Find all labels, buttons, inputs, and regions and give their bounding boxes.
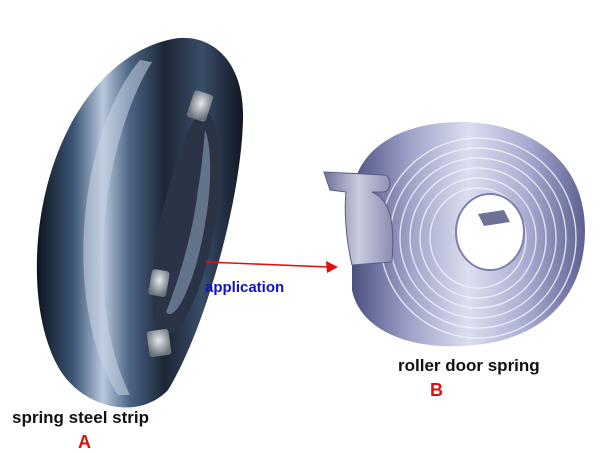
item-a-letter-label: A bbox=[78, 432, 91, 452]
coil-a-mid-clip bbox=[148, 269, 170, 297]
coil-b-center-hole bbox=[456, 194, 524, 270]
coil-b-end-tab bbox=[323, 171, 394, 266]
item-b-letter-label: B bbox=[430, 380, 443, 400]
coil-a-bottom-clip bbox=[146, 328, 172, 358]
item-a-name-label: spring steel strip bbox=[12, 408, 149, 427]
coil-b-hole-rim bbox=[455, 193, 525, 271]
coil-b-inner-hook bbox=[478, 210, 510, 226]
coil-a-edge-highlight bbox=[83, 60, 152, 395]
application-arrow bbox=[205, 261, 338, 273]
item-b-name-label: roller door spring bbox=[398, 356, 540, 375]
roller-door-spring-coil bbox=[323, 122, 585, 347]
coil-a-top-clip bbox=[186, 90, 214, 122]
coil-a-inner-wall bbox=[166, 130, 211, 315]
coil-b-layers bbox=[379, 137, 577, 339]
application-connector-label: application bbox=[205, 279, 285, 296]
spring-steel-strip-coil bbox=[36, 37, 244, 408]
